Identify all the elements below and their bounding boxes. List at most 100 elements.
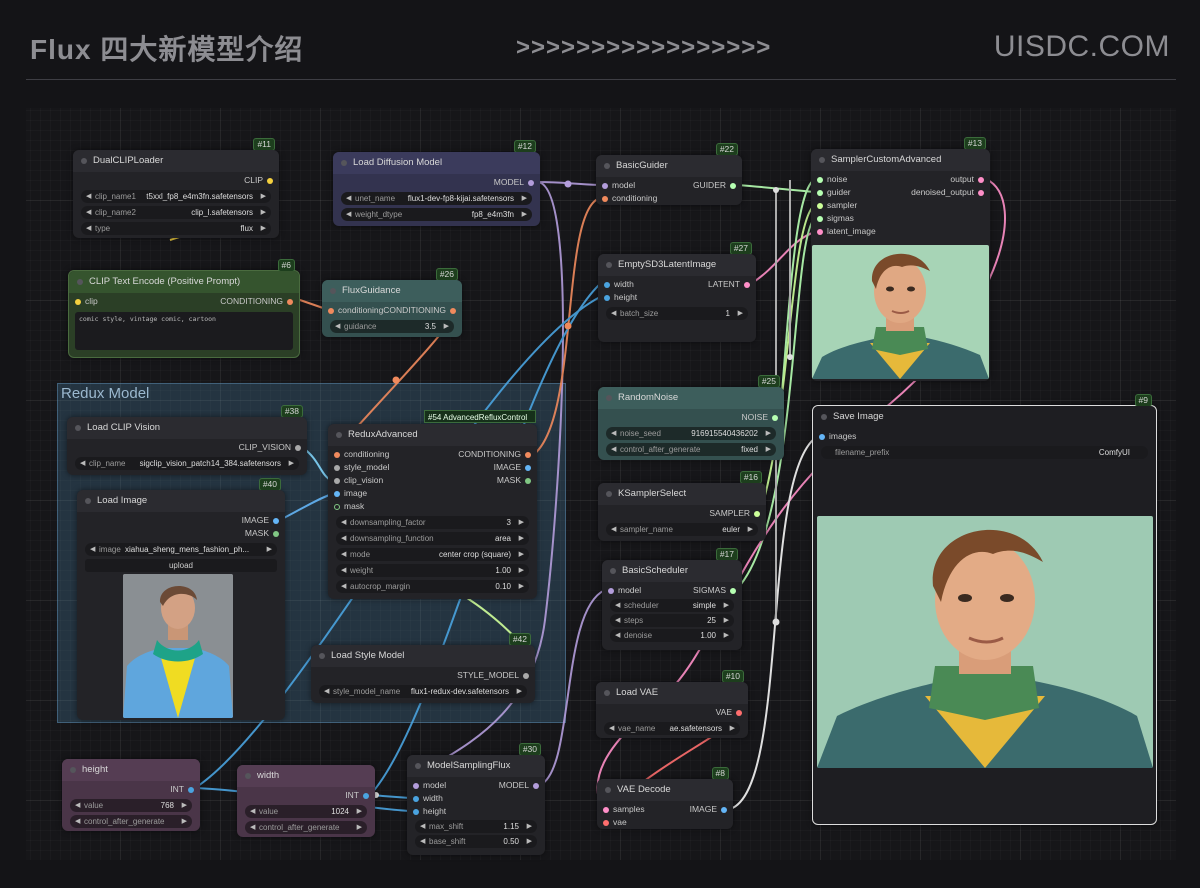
upload-button[interactable]: upload xyxy=(85,559,277,572)
socket-style-model-out[interactable] xyxy=(523,672,529,679)
socket-clip-out[interactable] xyxy=(267,177,273,184)
socket-images-in[interactable] xyxy=(819,433,825,440)
socket-model-in[interactable] xyxy=(602,182,608,189)
collapse-dot-icon[interactable] xyxy=(70,767,76,773)
arrow-right-icon[interactable]: ▶ xyxy=(288,460,294,467)
arrow-left-icon[interactable]: ◀ xyxy=(346,211,352,218)
socket-noise-in[interactable] xyxy=(817,176,823,183)
socket-image-out[interactable] xyxy=(273,517,279,524)
socket-guider-in[interactable] xyxy=(817,189,823,196)
arrow-right-icon[interactable]: ▶ xyxy=(356,808,362,815)
socket-sampler-out[interactable] xyxy=(754,510,760,517)
node-title[interactable]: VAE Decode xyxy=(597,779,733,801)
arrow-left-icon[interactable]: ◀ xyxy=(420,823,426,830)
arrow-right-icon[interactable]: ▶ xyxy=(723,617,729,624)
node-title[interactable]: Load VAE xyxy=(596,682,748,704)
socket-model-out[interactable] xyxy=(533,782,539,789)
arrow-left-icon[interactable]: ◀ xyxy=(611,430,617,437)
arrow-right-icon[interactable]: ▶ xyxy=(260,209,266,216)
socket-vae-out[interactable] xyxy=(736,709,742,716)
arrow-left-icon[interactable]: ◀ xyxy=(615,617,621,624)
socket-samples-in[interactable] xyxy=(603,806,609,813)
collapse-dot-icon[interactable] xyxy=(606,395,612,401)
arrow-left-icon[interactable]: ◀ xyxy=(615,602,621,609)
collapse-dot-icon[interactable] xyxy=(604,690,610,696)
arrow-right-icon[interactable]: ▶ xyxy=(518,535,524,542)
node-title[interactable]: SamplerCustomAdvanced xyxy=(811,149,990,171)
collapse-dot-icon[interactable] xyxy=(85,498,91,504)
node-title[interactable]: BasicGuider xyxy=(596,155,742,177)
arrow-left-icon[interactable]: ◀ xyxy=(80,460,86,467)
socket-height-in[interactable] xyxy=(604,294,610,301)
floating-node-label[interactable]: #54 AdvancedRefluxControl xyxy=(424,410,536,423)
collapse-dot-icon[interactable] xyxy=(821,414,827,420)
collapse-dot-icon[interactable] xyxy=(605,787,611,793)
arrow-right-icon[interactable]: ▶ xyxy=(521,211,527,218)
socket-clip-vision-out[interactable] xyxy=(295,444,301,451)
node-title[interactable]: CLIP Text Encode (Positive Prompt) xyxy=(69,271,299,293)
collapse-dot-icon[interactable] xyxy=(336,432,342,438)
socket-denoised-out[interactable] xyxy=(978,189,984,196)
arrow-left-icon[interactable]: ◀ xyxy=(86,225,92,232)
arrow-left-icon[interactable]: ◀ xyxy=(341,519,347,526)
socket-image-out[interactable] xyxy=(525,464,531,471)
node-load-clip-vision[interactable]: #38 Load CLIP Vision CLIP_VISION ◀clip_n… xyxy=(67,405,307,475)
arrow-right-icon[interactable]: ▶ xyxy=(518,567,524,574)
arrow-left-icon[interactable]: ◀ xyxy=(86,209,92,216)
arrow-right-icon[interactable]: ▶ xyxy=(443,323,449,330)
arrow-left-icon[interactable]: ◀ xyxy=(86,193,92,200)
arrow-right-icon[interactable]: ▶ xyxy=(729,725,735,732)
socket-sigmas-in[interactable] xyxy=(817,215,823,222)
arrow-right-icon[interactable]: ▶ xyxy=(518,551,524,558)
prompt-textarea[interactable]: comic style, vintage comic, cartoon xyxy=(75,312,293,350)
arrow-right-icon[interactable]: ▶ xyxy=(521,195,527,202)
node-title[interactable]: width xyxy=(237,765,375,787)
socket-sigmas-out[interactable] xyxy=(730,587,736,594)
node-title[interactable]: Load Style Model xyxy=(311,645,535,667)
arrow-left-icon[interactable]: ◀ xyxy=(250,824,256,831)
socket-int-out[interactable] xyxy=(188,786,194,793)
arrow-right-icon[interactable]: ▶ xyxy=(765,430,771,437)
collapse-dot-icon[interactable] xyxy=(81,158,87,164)
arrow-right-icon[interactable]: ▶ xyxy=(518,583,524,590)
arrow-right-icon[interactable]: ▶ xyxy=(181,818,187,825)
socket-mask-in[interactable] xyxy=(334,503,340,510)
socket-style-model-in[interactable] xyxy=(334,464,340,471)
arrow-left-icon[interactable]: ◀ xyxy=(611,446,617,453)
arrow-left-icon[interactable]: ◀ xyxy=(335,323,341,330)
socket-mask-out[interactable] xyxy=(273,530,279,537)
arrow-left-icon[interactable]: ◀ xyxy=(611,310,617,317)
socket-latent-in[interactable] xyxy=(817,228,823,235)
socket-vae-in[interactable] xyxy=(603,819,609,826)
collapse-dot-icon[interactable] xyxy=(330,288,336,294)
arrow-left-icon[interactable]: ◀ xyxy=(420,838,426,845)
